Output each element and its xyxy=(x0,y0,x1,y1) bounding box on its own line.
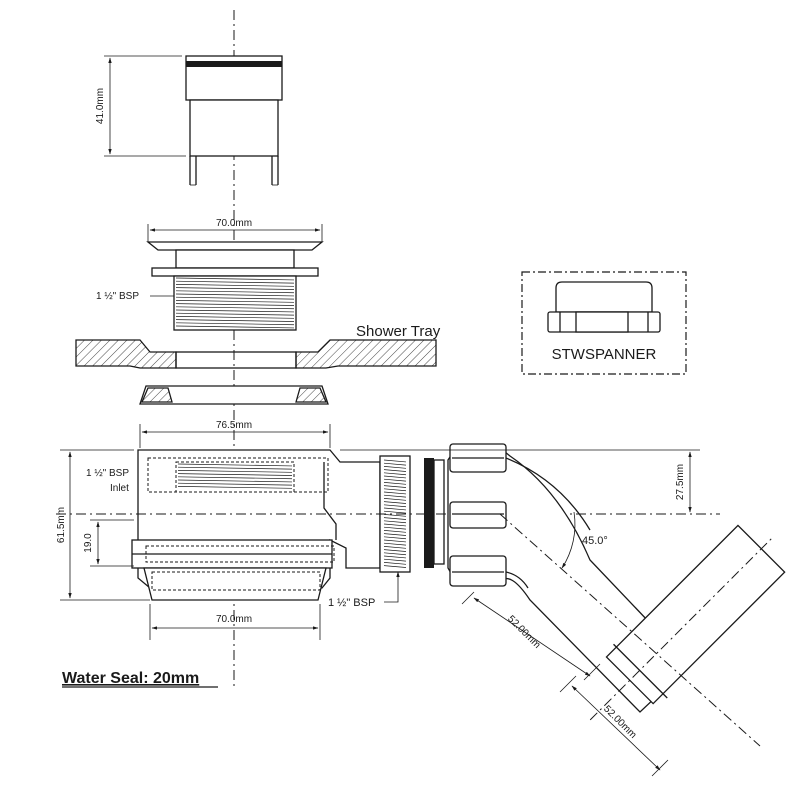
inlet-word-label: Inlet xyxy=(110,483,129,494)
seal-depth-dimension: 19.0 xyxy=(83,519,134,567)
spanner-label: STWSPANNER xyxy=(552,346,657,363)
outlet-length-label-a: 52.00mm xyxy=(505,614,542,651)
inlet-thread-label: 1 ½" BSP xyxy=(86,468,129,479)
grate-cap xyxy=(185,55,283,186)
base-width-label: 70.0mm xyxy=(216,614,252,625)
body-height-dimension: 61.5mm xyxy=(56,449,150,601)
body-width-dimension: 76.5mm xyxy=(139,420,331,448)
angle-annotation: 45.0° xyxy=(499,511,761,747)
outlet-thread-label: 1 ½" BSP xyxy=(328,597,375,609)
outlet-length-label-b: 52.00mm xyxy=(601,704,638,741)
shower-tray-label: Shower Tray xyxy=(356,323,441,340)
flange-width-label: 70.0mm xyxy=(216,218,252,229)
cap-height-dimension: 41.0mm xyxy=(95,55,186,157)
base-width-dimension: 70.0mm xyxy=(149,604,321,640)
cap-height-label: 41.0mm xyxy=(95,88,106,124)
outlet-spigot xyxy=(379,455,445,573)
upper-thread-label: 1 ½" BSP xyxy=(96,291,139,302)
trap-body xyxy=(131,449,381,601)
body-height-label: 61.5mm xyxy=(56,507,67,543)
spanner-box xyxy=(521,271,687,375)
flange-dimension: 70.0mm xyxy=(147,218,323,242)
outlet-offset-label: 27.5mm xyxy=(675,464,686,500)
shower-tray xyxy=(75,339,437,369)
seal-depth-label: 19.0 xyxy=(83,533,94,553)
inlet-thread xyxy=(177,463,293,489)
flange-body xyxy=(146,241,324,331)
body-width-label: 76.5mm xyxy=(216,420,252,431)
outlet-offset-dimension: 27.5mm xyxy=(340,449,700,513)
water-seal-label: Water Seal: 20mm xyxy=(62,670,199,687)
angle-label: 45.0° xyxy=(582,535,608,547)
upper-thread xyxy=(175,277,295,329)
locknut xyxy=(139,385,329,405)
